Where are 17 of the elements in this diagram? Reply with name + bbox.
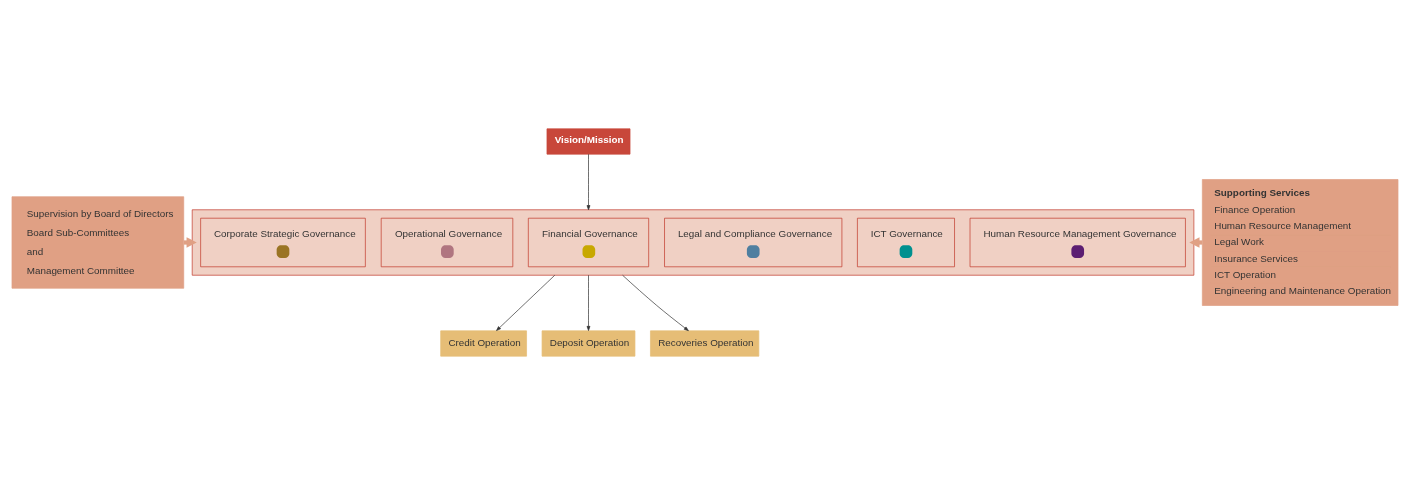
node-box: Vision/Mission: [546, 127, 631, 154]
node-box: Supervision by Board of Directors Board Sub-Committees and Management Committee: [11, 195, 185, 289]
node-box: Human Resource Management Governance: [969, 217, 1186, 267]
cluster: [191, 208, 1195, 276]
node-box: Corporate Strategic Governance: [200, 217, 366, 267]
node-box: Supporting Services Finance Operation Human Resource Management Legal Work Insurance Services ICT Operation Engineering and Maintenance Operation: [1201, 178, 1399, 306]
node-box: Deposit Operation: [541, 330, 636, 357]
arrow: [586, 274, 591, 331]
node-box: ICT Governance: [857, 217, 955, 267]
arrow: [496, 274, 556, 331]
node-box: Legal and Compliance Governance: [664, 217, 843, 267]
node-box: Financial Governance: [527, 217, 650, 267]
arrow: [622, 274, 689, 331]
node-box: Operational Governance: [380, 217, 514, 267]
node-box: Credit Operation: [440, 330, 527, 357]
arrow: [586, 153, 591, 210]
node-box: Recoveries Operation: [650, 330, 760, 357]
